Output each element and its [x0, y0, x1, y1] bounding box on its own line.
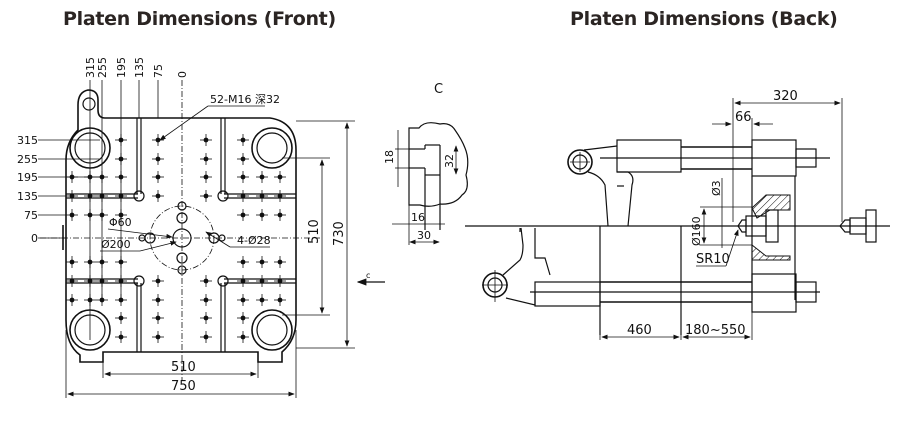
detail-c-label: C [434, 82, 443, 97]
back-view-title: Platen Dimensions (Back) [570, 8, 838, 30]
left-tick-315: 315 [17, 134, 38, 147]
left-tick-195: 195 [17, 171, 38, 184]
back-dim-180-550: 180~550 [685, 323, 746, 338]
callout-4-phi28: 4-Ø28 [237, 234, 271, 247]
callout-phi200: Ø200 [101, 238, 131, 251]
detail-c: C 18 32 16 30 [383, 82, 469, 245]
top-tick-195: 195 [115, 57, 128, 78]
dim-510-horizontal: 510 [171, 360, 196, 375]
detail-dim-32: 32 [443, 154, 456, 168]
callout-phi60: Φ60 [109, 216, 132, 229]
detail-dim-16: 16 [411, 211, 425, 224]
back-dim-sr10: SR10 [696, 252, 730, 267]
top-tick-255: 255 [96, 57, 109, 78]
back-dim-phi160: Ø160 [690, 216, 703, 246]
left-tick-75: 75 [24, 209, 38, 222]
back-dimensions: 320 66 Ø3 Ø160 SR10 460 180~550 [599, 89, 843, 340]
front-horizontal-dimensions: 510 750 [65, 330, 297, 398]
dim-730-vertical: 730 [332, 221, 347, 246]
top-tick-75: 75 [152, 64, 165, 78]
callout-52-m16: 52-M16 深32 [210, 93, 280, 106]
back-platen [465, 139, 890, 335]
front-callouts: 52-M16 深32 Φ60 Ø200 4-Ø28 [100, 93, 280, 252]
back-dim-phi3: Ø3 [710, 180, 723, 196]
detail-dim-30: 30 [417, 229, 431, 242]
tie-bar-hole-tr [251, 127, 293, 169]
front-vertical-dimensions: 510 730 c [282, 120, 385, 349]
front-top-ticks: 315 255 195 135 75 0 [84, 57, 189, 340]
left-tick-135: 135 [17, 190, 38, 203]
section-arrow-label: c [366, 271, 370, 280]
top-tick-0: 0 [176, 71, 189, 78]
left-tick-255: 255 [17, 153, 38, 166]
top-tick-135: 135 [133, 57, 146, 78]
left-tick-0: 0 [31, 232, 38, 245]
detail-dim-18: 18 [383, 150, 396, 164]
front-view-title: Platen Dimensions (Front) [63, 8, 336, 30]
dim-750-horizontal: 750 [171, 379, 196, 394]
dim-510-vertical: 510 [307, 219, 322, 244]
tie-bar-hole-br [251, 309, 293, 351]
top-tick-315: 315 [84, 57, 97, 78]
back-dim-320: 320 [773, 89, 798, 104]
back-dim-66: 66 [735, 110, 752, 125]
back-dim-460: 460 [627, 323, 652, 338]
front-left-ticks: 315 255 195 135 75 0 [17, 134, 100, 245]
front-platen [40, 80, 320, 380]
